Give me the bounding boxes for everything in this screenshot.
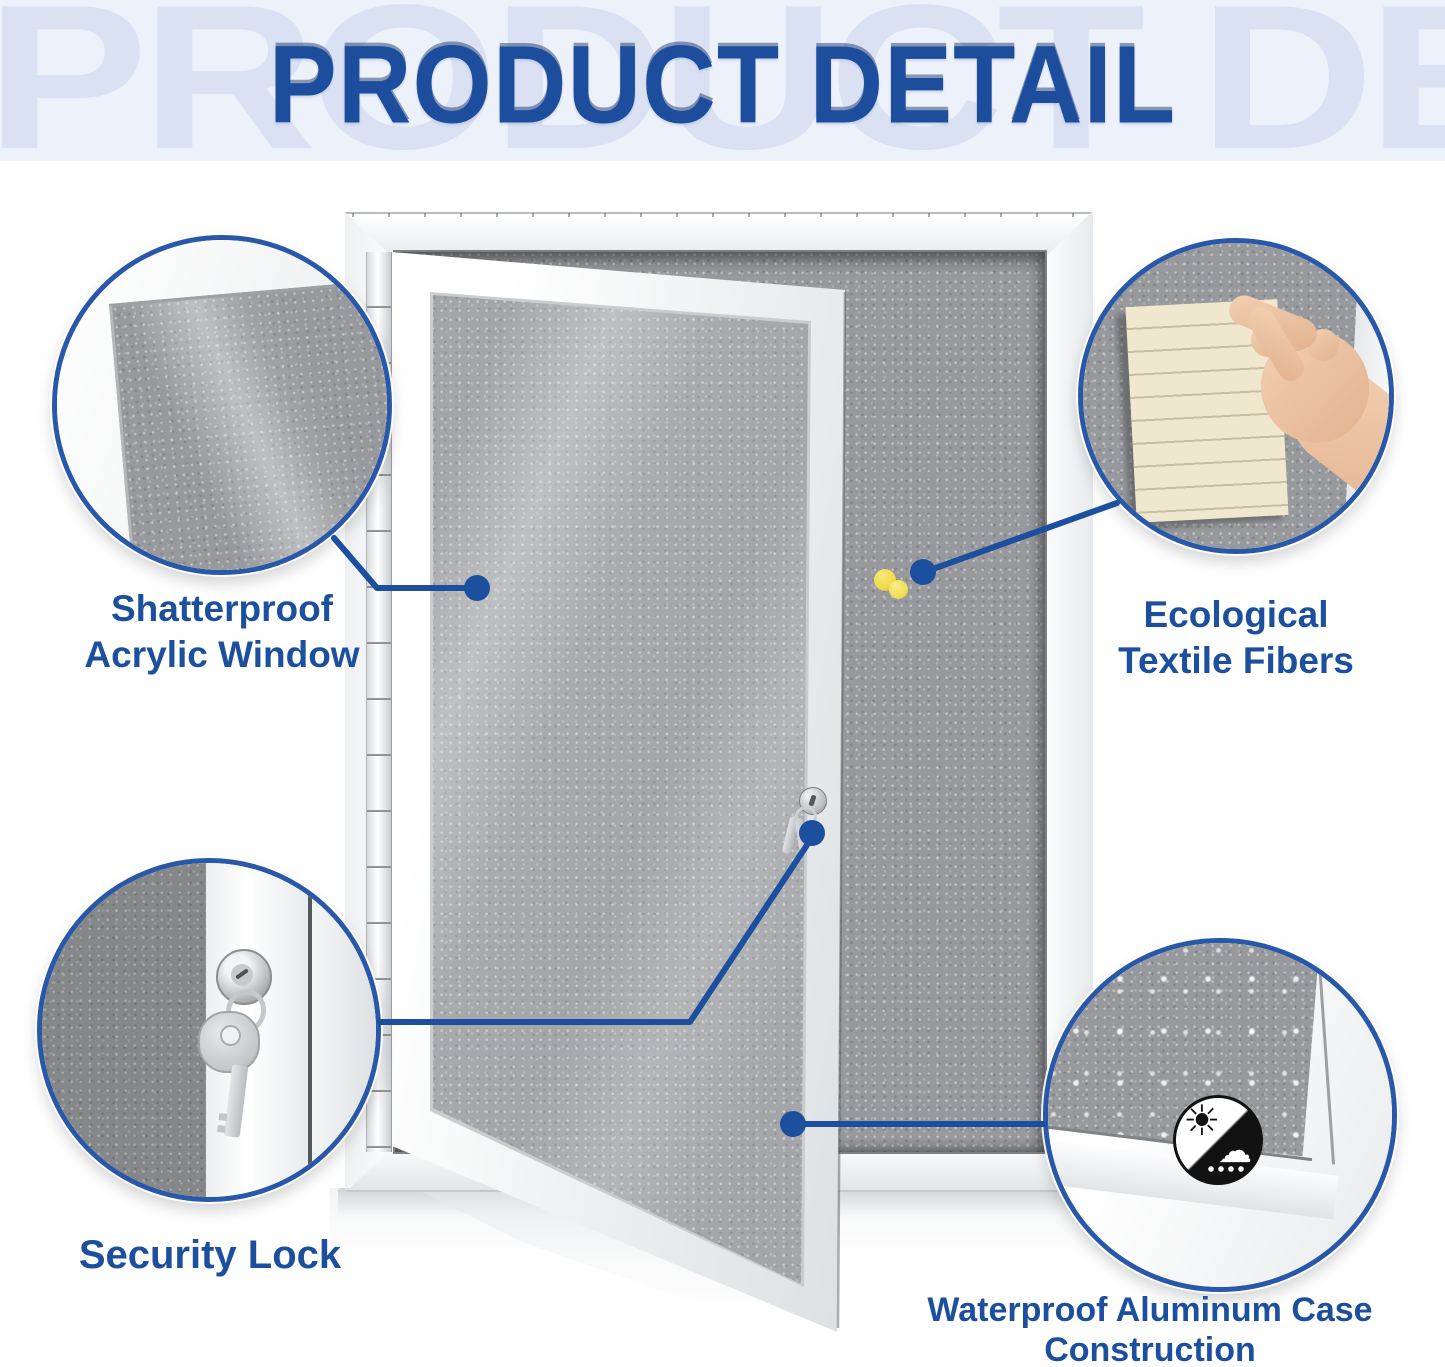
- label-security-lock: Security Lock: [10, 1232, 410, 1278]
- label-line: Construction: [1044, 1331, 1256, 1367]
- case-top-hinge-ticks: [352, 213, 1085, 217]
- acrylic-glare: [433, 295, 808, 1284]
- callout-circle-acrylic-window: [52, 235, 392, 575]
- label-waterproof-case: Waterproof Aluminum Case Construction: [890, 1290, 1410, 1367]
- label-textile-fibers: Ecological Textile Fibers: [1040, 592, 1432, 684]
- label-line: Security Lock: [78, 1233, 342, 1277]
- label-line: Waterproof Aluminum Case: [927, 1291, 1373, 1329]
- key-hole: [220, 1025, 241, 1046]
- case-edge-strip: [312, 863, 376, 1197]
- door-acrylic-window: [433, 295, 808, 1284]
- sun-icon: ☀: [1183, 1097, 1221, 1144]
- label-line: Shatterproof: [111, 588, 333, 629]
- label-acrylic-window: Shatterproof Acrylic Window: [20, 586, 424, 678]
- label-line: Acrylic Window: [84, 634, 360, 675]
- rain-cloud-icon: ☁: [1218, 1132, 1252, 1170]
- yellow-pushpin: [889, 580, 908, 599]
- open-door: [385, 245, 850, 1340]
- key-head: [198, 1011, 260, 1073]
- key-tooth: [217, 1124, 226, 1133]
- watermark-text: PRODUCT DE: [0, 0, 1445, 161]
- door-gap-line: [308, 863, 312, 1197]
- callout-circle-textile-fibers: [1078, 238, 1394, 554]
- key-tooth: [218, 1113, 228, 1121]
- sun-rain-weatherproof-icon: ☀ ☁: [1173, 1095, 1263, 1185]
- keyhole: [808, 794, 817, 807]
- page-title: PRODUCT DETAIL: [268, 23, 1177, 147]
- fabric-behind-acrylic: [109, 274, 387, 570]
- callout-circle-security-lock: [37, 858, 381, 1202]
- rain-drops-icon: [1206, 1164, 1246, 1174]
- fabric-edge-closeup: [42, 863, 208, 1197]
- lock-cylinder: [216, 949, 272, 1005]
- header-banner: PRODUCT DE: [0, 0, 1445, 161]
- callout-circle-waterproof-case: ☀ ☁: [1043, 938, 1397, 1292]
- acrylic-glare: [112, 277, 387, 570]
- label-line: Textile Fibers: [1118, 640, 1354, 681]
- label-line: Ecological: [1143, 594, 1329, 635]
